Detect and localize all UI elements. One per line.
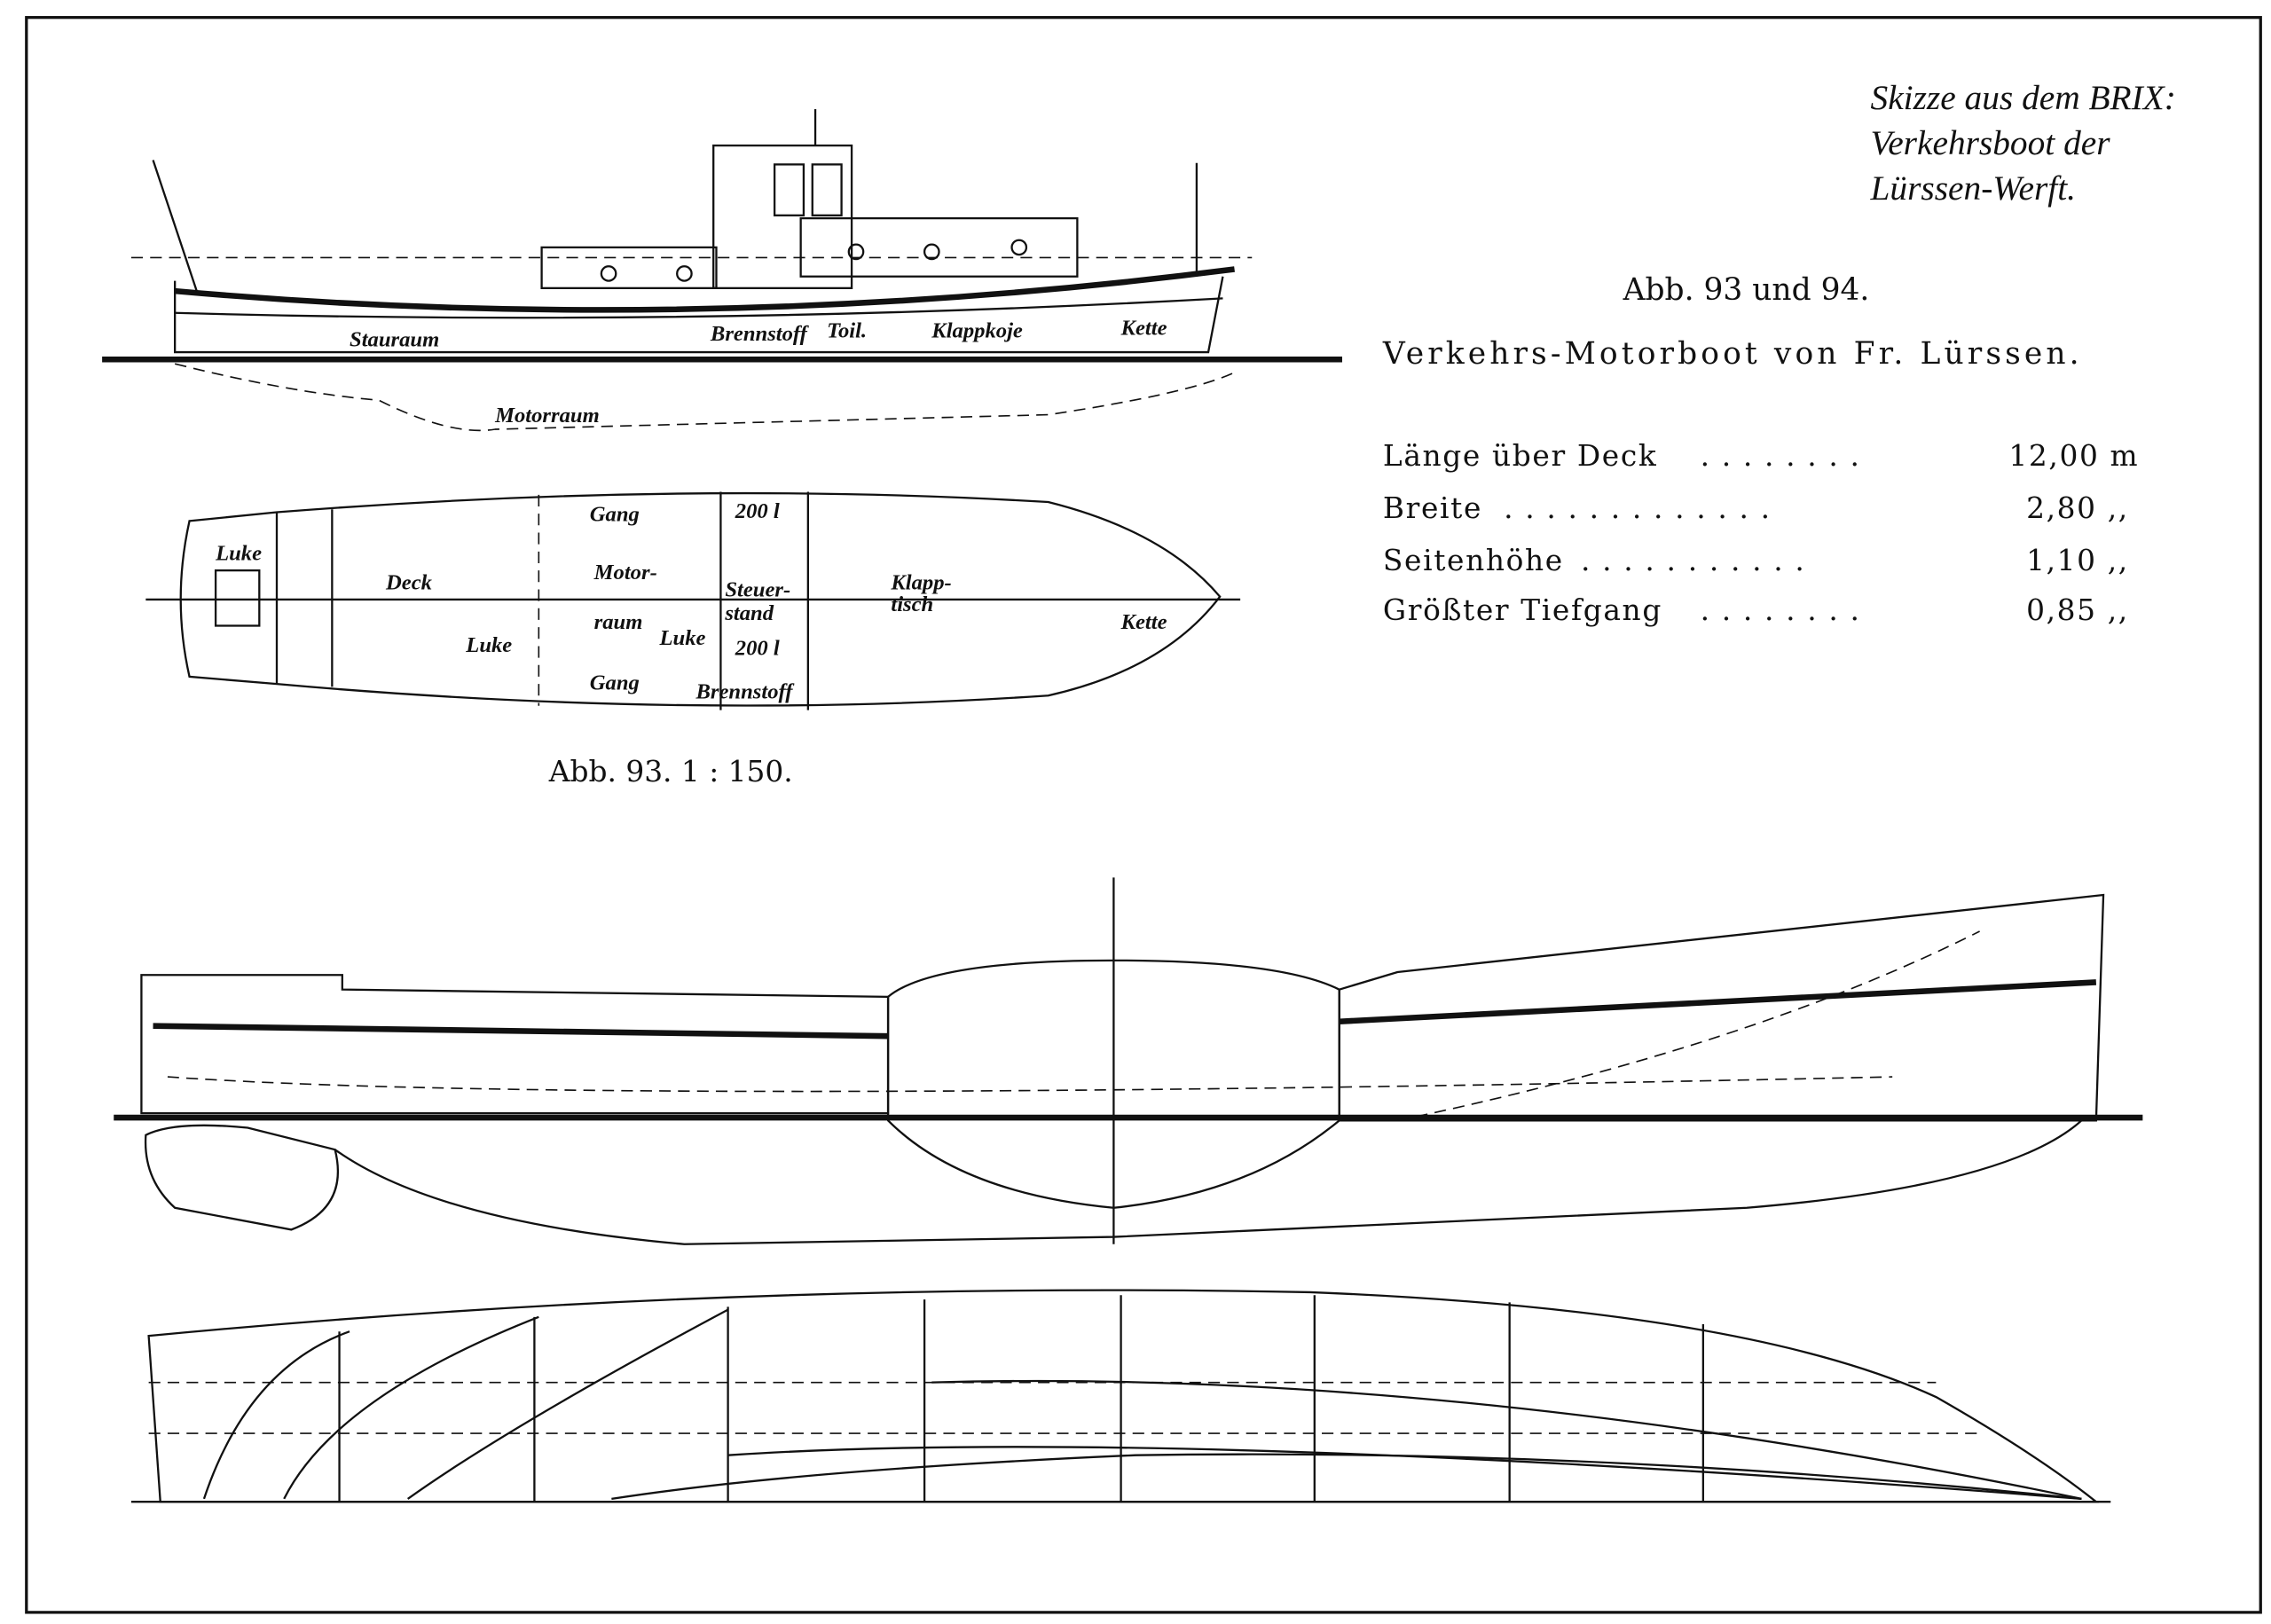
plan-view-drawing: Luke Deck Luke Gang Gang Motor- raum Luk… <box>145 491 1241 710</box>
spec-label: Seitenhöhe <box>1383 544 1564 577</box>
label-steuer: Steuer- <box>725 578 790 602</box>
label-klapp: Klapp- <box>890 570 951 594</box>
label-gang-bottom: Gang <box>590 671 640 695</box>
specs-table: Länge über Deck . . . . . . . . 12,00 m … <box>1383 439 2139 627</box>
spec-dots: . . . . . . . . <box>1701 439 1861 473</box>
figures-heading: Abb. 93 und 94. <box>1623 272 1870 308</box>
label-klappkoje: Klappkoje <box>931 319 1023 343</box>
spec-value: 2,80 ,, <box>2026 491 2129 525</box>
spec-dots: . . . . . . . . . . . <box>1581 544 1805 577</box>
spec-dots: . . . . . . . . . . . . . <box>1504 491 1772 525</box>
label-fuel-top: 200 l <box>735 499 780 523</box>
spec-value: 12,00 m <box>2008 439 2139 473</box>
label-fuel-bottom: 200 l <box>735 636 780 660</box>
frame-border <box>25 16 2262 1614</box>
label-kette-plan: Kette <box>1120 610 1167 634</box>
caption-line-2: Verkehrsboot der <box>1871 123 2111 162</box>
label-luke-small: Luke <box>658 626 705 650</box>
label-toilette: Toil. <box>827 319 867 343</box>
spec-label: Größter Tiefgang <box>1383 593 1662 627</box>
label-raum: raum <box>594 610 643 634</box>
label-stauraum: Stauraum <box>350 327 439 351</box>
label-brennstoff-plan: Brennstoff <box>695 680 796 704</box>
caption-line-3: Lürssen-Werft. <box>1870 169 2076 208</box>
label-gang-top: Gang <box>590 502 640 526</box>
spec-value: 1,10 ,, <box>2026 544 2129 577</box>
label-motorraum: Motorraum <box>494 404 600 428</box>
caption: Skizze aus dem BRIX: Verkehrsboot der Lü… <box>1870 78 2176 208</box>
spec-label: Länge über Deck <box>1383 439 1657 473</box>
spec-value: 0,85 ,, <box>2026 593 2129 627</box>
boat-title: Verkehrs-Motorboot von Fr. Lürssen. <box>1382 336 2083 372</box>
label-luke-mid: Luke <box>465 633 512 657</box>
spec-dots: . . . . . . . . <box>1701 593 1861 627</box>
spec-label: Breite <box>1383 491 1482 525</box>
label-luke-aft: Luke <box>215 542 262 566</box>
label-brennstoff: Brennstoff <box>710 322 810 346</box>
side-elevation-drawing: Stauraum Brennstoff Toil. Klappkoje Kett… <box>102 109 1342 432</box>
label-deck: Deck <box>385 570 433 594</box>
caption-line-1: Skizze aus dem BRIX: <box>1871 78 2176 117</box>
label-stand: stand <box>724 601 774 625</box>
label-kette: Kette <box>1120 316 1167 340</box>
label-motor: Motor- <box>593 561 657 584</box>
lines-plan-drawing <box>114 877 2143 1503</box>
label-tisch: tisch <box>891 592 933 616</box>
figure-93-caption: Abb. 93. 1 : 150. <box>548 755 793 788</box>
